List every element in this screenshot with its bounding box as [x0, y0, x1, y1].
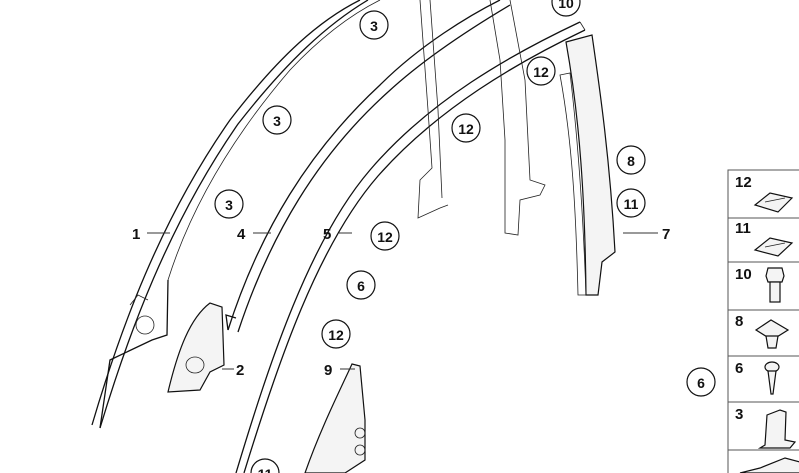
callout: 11	[250, 458, 280, 473]
legend-number: 8	[735, 313, 743, 330]
part-7-b-pillar-trim	[559, 34, 616, 296]
clip-icon	[753, 237, 794, 257]
svg-text:6: 6	[697, 375, 705, 391]
callout: 6	[346, 270, 376, 300]
svg-text:10: 10	[558, 0, 574, 11]
part-label: 2	[236, 362, 244, 379]
part-label: 4	[237, 226, 246, 243]
bolt-icon	[765, 267, 785, 303]
part-1-pillar-trim	[91, 0, 381, 429]
callout: 12	[451, 113, 481, 143]
svg-text:11: 11	[258, 466, 273, 473]
svg-text:6: 6	[357, 278, 365, 294]
part-label: 1	[132, 226, 140, 243]
part-label: 9	[324, 362, 332, 379]
svg-text:12: 12	[328, 327, 344, 343]
bracket-clip-icon	[757, 409, 797, 449]
legend-number: 6	[735, 360, 743, 377]
trim-piece-icon	[739, 457, 799, 473]
part-9-triangle-trim	[304, 363, 366, 473]
pillar-inner	[417, 0, 546, 236]
screw-icon	[764, 361, 780, 395]
svg-text:3: 3	[225, 197, 233, 213]
legend-number: 12	[735, 174, 752, 191]
svg-text:12: 12	[458, 121, 474, 137]
part-4-strip	[225, 0, 511, 333]
part-label: 5	[323, 226, 331, 243]
callout: 3	[359, 10, 389, 40]
legend-number: 11	[735, 220, 751, 237]
hardware-legend: 12 11 10 8 6 3	[727, 169, 799, 473]
callout: 12	[321, 319, 351, 349]
callout: 8	[616, 145, 646, 175]
callout: 6	[686, 367, 716, 397]
legend-number: 3	[735, 406, 743, 423]
nut-clip-icon	[754, 319, 790, 349]
callout: 12	[526, 56, 556, 86]
svg-text:12: 12	[377, 229, 393, 245]
svg-text:11: 11	[624, 196, 639, 212]
callout: 3	[262, 105, 292, 135]
legend-number: 10	[735, 266, 752, 283]
part-2-triangle-trim	[167, 302, 225, 393]
callout: 10	[551, 0, 581, 17]
svg-text:12: 12	[533, 64, 549, 80]
svg-text:3: 3	[370, 18, 378, 34]
callout: 11	[616, 188, 646, 218]
clip-icon	[753, 192, 794, 213]
callout: 3	[214, 189, 244, 219]
part-5-strip	[235, 21, 586, 473]
part-label: 7	[662, 226, 670, 243]
svg-text:8: 8	[627, 153, 635, 169]
callout: 12	[370, 221, 400, 251]
svg-text:3: 3	[273, 113, 281, 129]
